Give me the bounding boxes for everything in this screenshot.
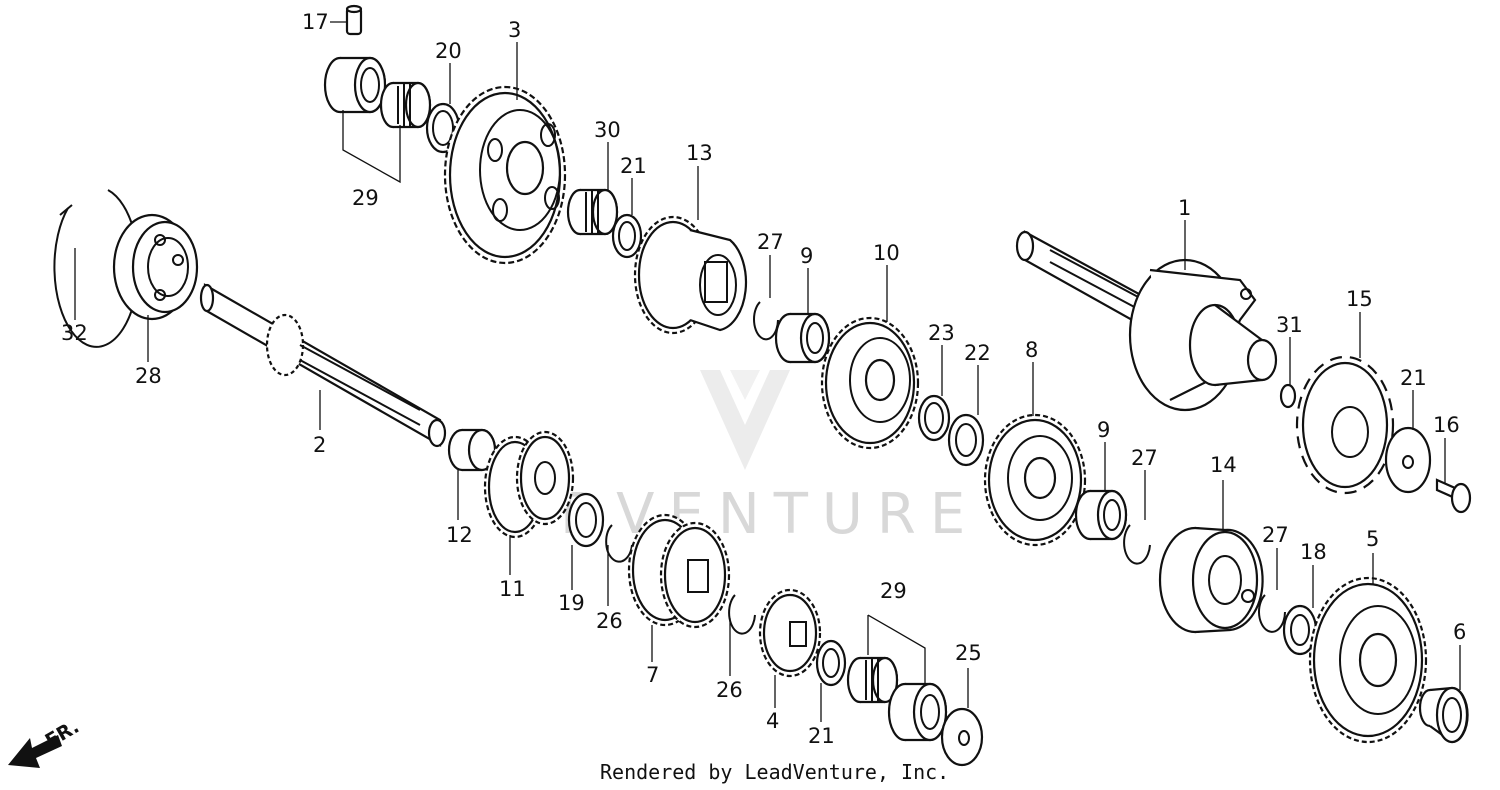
part-23-washer[interactable]: [947, 413, 985, 467]
front-direction-arrow: FR.: [8, 716, 83, 768]
callout-13: 13: [686, 141, 713, 165]
callout-11: 11: [499, 577, 526, 601]
part-5-gear[interactable]: [1308, 576, 1428, 744]
callout-31: 31: [1276, 313, 1303, 337]
callout-24: 23: [928, 321, 955, 345]
callout-21-lower: 21: [808, 724, 835, 748]
part-14-hub[interactable]: [1158, 526, 1264, 634]
callout-17: 16: [1433, 413, 1460, 437]
part-16-pin[interactable]: [345, 4, 363, 36]
part-21-washer-upper[interactable]: [611, 213, 643, 259]
part-27-circlip-a[interactable]: [753, 301, 779, 341]
part-22-fixing-plate[interactable]: [1384, 426, 1432, 494]
part-26-circlip-a[interactable]: [605, 524, 633, 563]
part-3-large-gear[interactable]: [443, 85, 567, 265]
part-28-ball-bearing[interactable]: [112, 213, 199, 321]
callout-labels: 17 3 20 29 30 21 13 1 27 9 10 23 22 8 31…: [61, 10, 1466, 748]
part-26-circlip-b[interactable]: [728, 594, 756, 635]
callout-16: 17: [302, 10, 329, 34]
callout-5: 5: [1366, 527, 1379, 551]
leader-lines: [74, 21, 1461, 722]
part-8-gear[interactable]: [983, 413, 1087, 547]
callout-1: 1: [1178, 196, 1191, 220]
part-21-washer-lower[interactable]: [815, 639, 847, 687]
callout-14: 14: [1210, 453, 1237, 477]
part-12-bushing[interactable]: [447, 428, 497, 472]
part-25-thrust-washer[interactable]: [940, 707, 984, 767]
callout-27-b: 27: [1131, 446, 1158, 470]
part-7-gear[interactable]: [627, 513, 731, 629]
part-17-bolt[interactable]: [1435, 478, 1472, 514]
callout-29-top: 29: [352, 186, 379, 210]
watermark-text: DVENTURE: [560, 482, 979, 547]
callout-32: 32: [61, 321, 88, 345]
part-29-needle-bearing-top[interactable]: [379, 81, 432, 129]
callout-29-lower: 29: [880, 579, 907, 603]
part-29-needle-bearing-lower[interactable]: [846, 656, 899, 704]
callout-30: 30: [594, 118, 621, 142]
callout-27-a: 27: [757, 230, 784, 254]
part-15-drive-sprocket[interactable]: [1295, 355, 1395, 495]
callout-23: 22: [964, 341, 991, 365]
callout-10: 10: [873, 241, 900, 265]
callout-27-c: 27: [1262, 523, 1289, 547]
callout-18: 18: [1300, 540, 1327, 564]
part-30-needle-bearing[interactable]: [566, 188, 619, 236]
part-9-bushing-a[interactable]: [774, 312, 831, 364]
part-29-bushing-top[interactable]: [323, 56, 387, 114]
callout-19: 19: [558, 591, 585, 615]
callout-26-a: 26: [596, 609, 623, 633]
callout-28: 28: [135, 364, 162, 388]
callout-9-a: 9: [800, 244, 813, 268]
callout-22: 21: [1400, 366, 1427, 390]
part-24-lock-washer[interactable]: [917, 394, 951, 442]
callout-21-upper: 21: [620, 154, 647, 178]
part-19-lock-washer[interactable]: [567, 492, 605, 548]
callout-4: 4: [766, 709, 779, 733]
part-2-mainshaft[interactable]: [199, 283, 447, 448]
callout-6: 6: [1453, 620, 1466, 644]
callout-20: 20: [435, 39, 462, 63]
callout-2: 2: [313, 433, 326, 457]
callout-3: 3: [508, 18, 521, 42]
callout-9-b: 9: [1097, 418, 1110, 442]
callout-26-b: 26: [716, 678, 743, 702]
callout-12: 12: [446, 523, 473, 547]
part-9-bushing-b[interactable]: [1074, 489, 1128, 541]
callout-8: 8: [1025, 338, 1038, 362]
render-credit: Rendered by LeadVenture, Inc.: [600, 760, 949, 784]
part-27-circlip-b[interactable]: [1123, 524, 1151, 565]
part-31-o-ring[interactable]: [1279, 383, 1297, 409]
callout-25: 25: [955, 641, 982, 665]
callout-15: 15: [1346, 287, 1373, 311]
part-10-gear[interactable]: [820, 316, 920, 450]
part-4-gear[interactable]: [758, 588, 822, 678]
part-11-gear[interactable]: [483, 430, 575, 539]
part-1-countershaft[interactable]: [1015, 230, 1278, 412]
watermark-logo: [700, 370, 790, 470]
part-29-bushing-lower[interactable]: [887, 682, 948, 742]
part-27-circlip-c[interactable]: [1258, 594, 1286, 633]
callout-7: 7: [646, 663, 659, 687]
part-13-gear[interactable]: [633, 215, 748, 335]
part-6-collar[interactable]: [1418, 686, 1469, 744]
